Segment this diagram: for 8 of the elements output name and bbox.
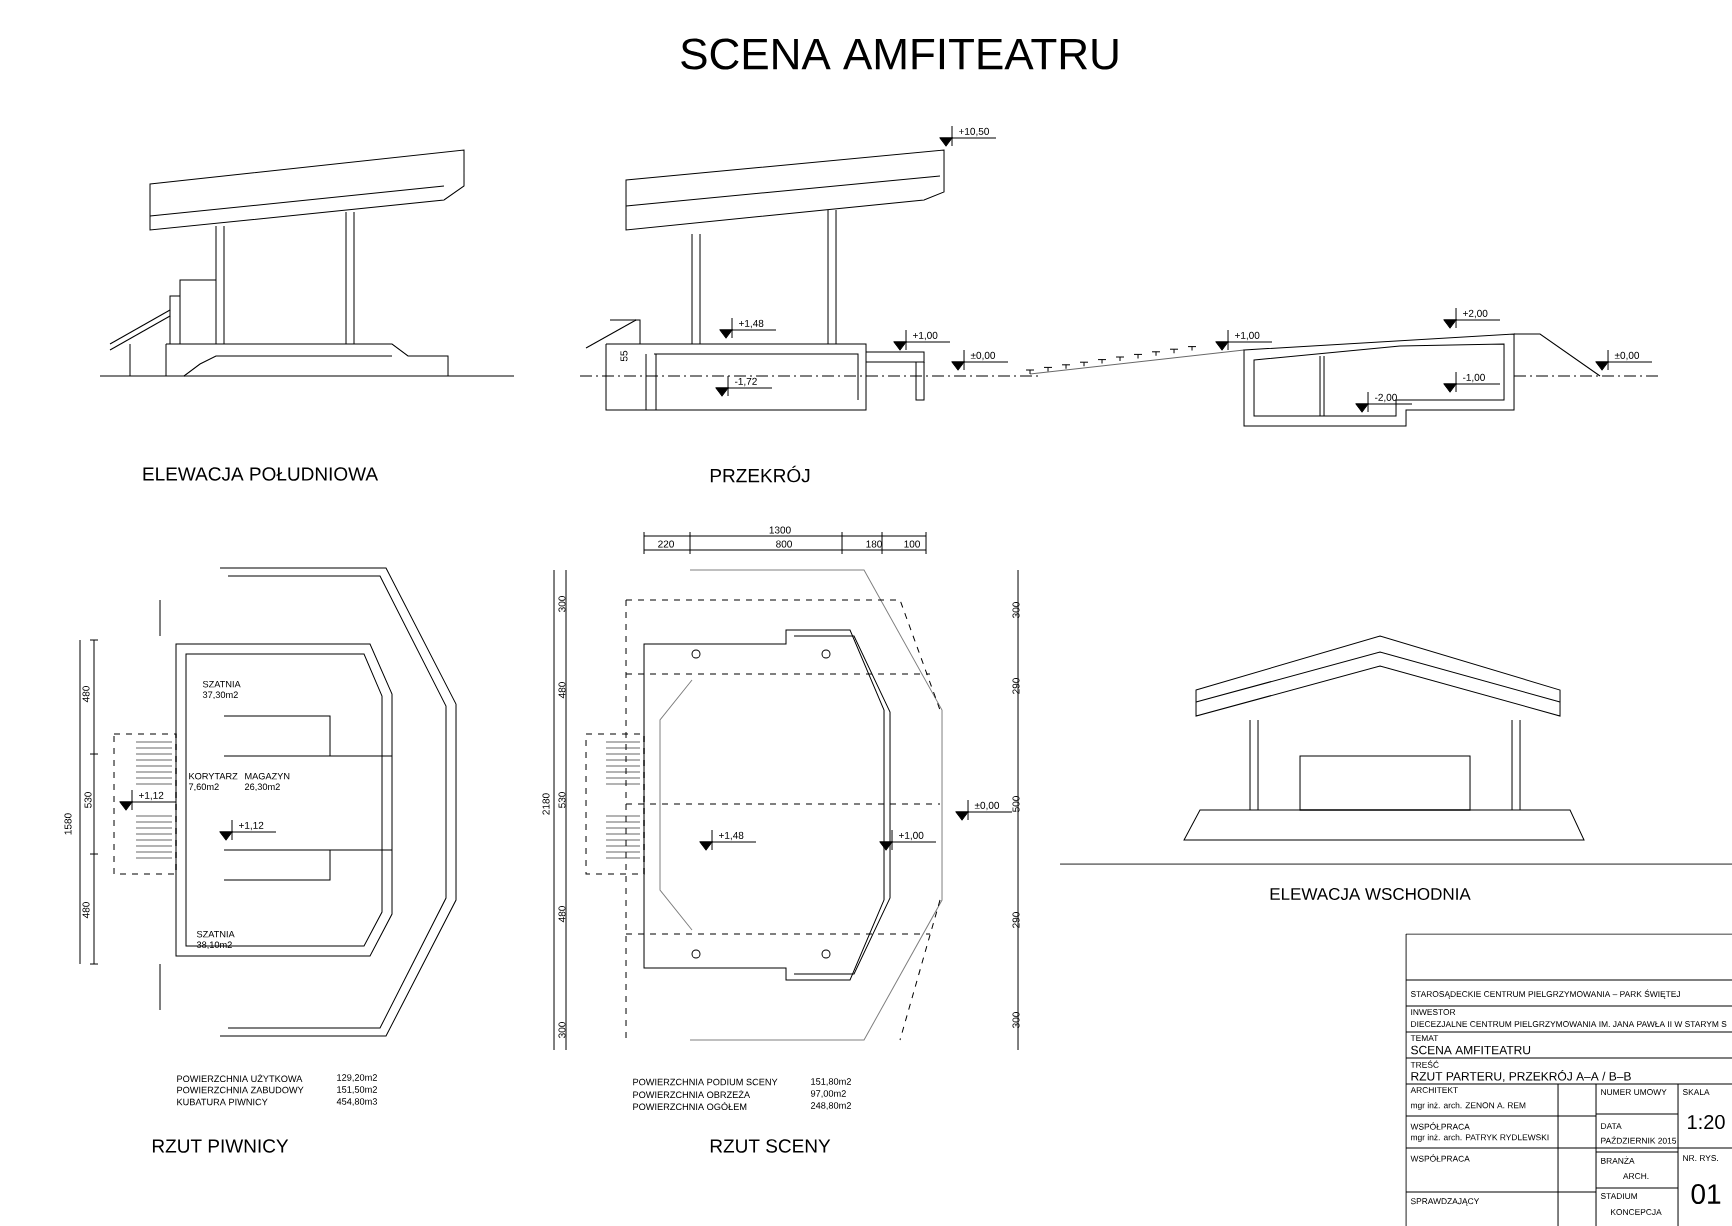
view-caption: ELEWACJA WSCHODNIA bbox=[1270, 888, 1471, 900]
page-title: SCENA AMFITEATRU bbox=[681, 38, 1118, 70]
title-block-cell: 1:20 bbox=[1688, 1114, 1725, 1130]
view-caption: RZUT SCENY bbox=[710, 1139, 831, 1153]
title-block-cell: 01 bbox=[1691, 1184, 1721, 1204]
view-caption: PRZEKRÓJ bbox=[710, 465, 810, 483]
view-caption: ELEWACJA POŁUDNIOWA bbox=[143, 467, 379, 481]
view-caption: RZUT PIWNICY bbox=[152, 1139, 289, 1153]
